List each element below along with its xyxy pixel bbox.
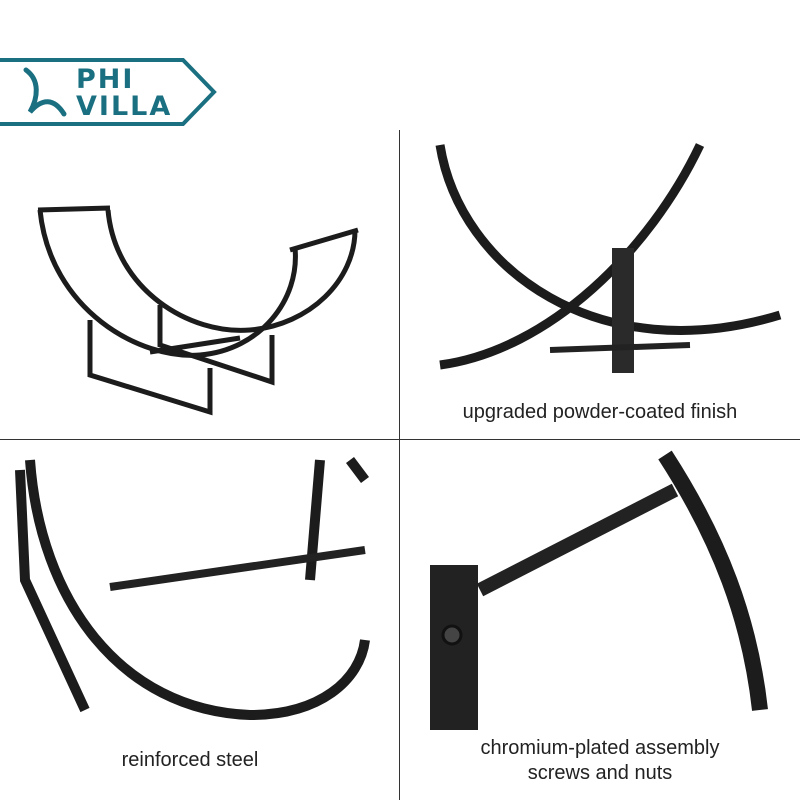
- caption-screws-line1: chromium-plated assembly: [480, 737, 720, 759]
- steel-closeup-illustration: [15, 457, 370, 721]
- panel-screws-detail: chromium-plated assembly screws and nuts: [400, 440, 800, 800]
- caption-finish: upgraded powder-coated finish: [462, 401, 738, 423]
- finish-closeup-illustration: [435, 143, 782, 373]
- caption-screws-line2: screws and nuts: [527, 762, 673, 784]
- panel-finish-detail: upgraded powder-coated finish: [400, 130, 800, 439]
- logo-text-line1: PHI: [76, 64, 135, 95]
- screw-icon: [441, 624, 463, 646]
- brand-logo: PHI VILLA: [0, 58, 220, 128]
- caption-steel: reinforced steel: [121, 749, 259, 771]
- log-rack-illustration: [37, 205, 359, 416]
- screws-closeup-illustration: [430, 450, 768, 730]
- logo-text-line2: VILLA: [76, 91, 173, 122]
- vertical-divider: [399, 130, 400, 800]
- panel-full-rack: [0, 130, 399, 439]
- horizontal-divider: [0, 439, 800, 440]
- logo-arrow-frame-icon: [0, 58, 217, 126]
- panel-steel-detail: reinforced steel: [0, 440, 399, 800]
